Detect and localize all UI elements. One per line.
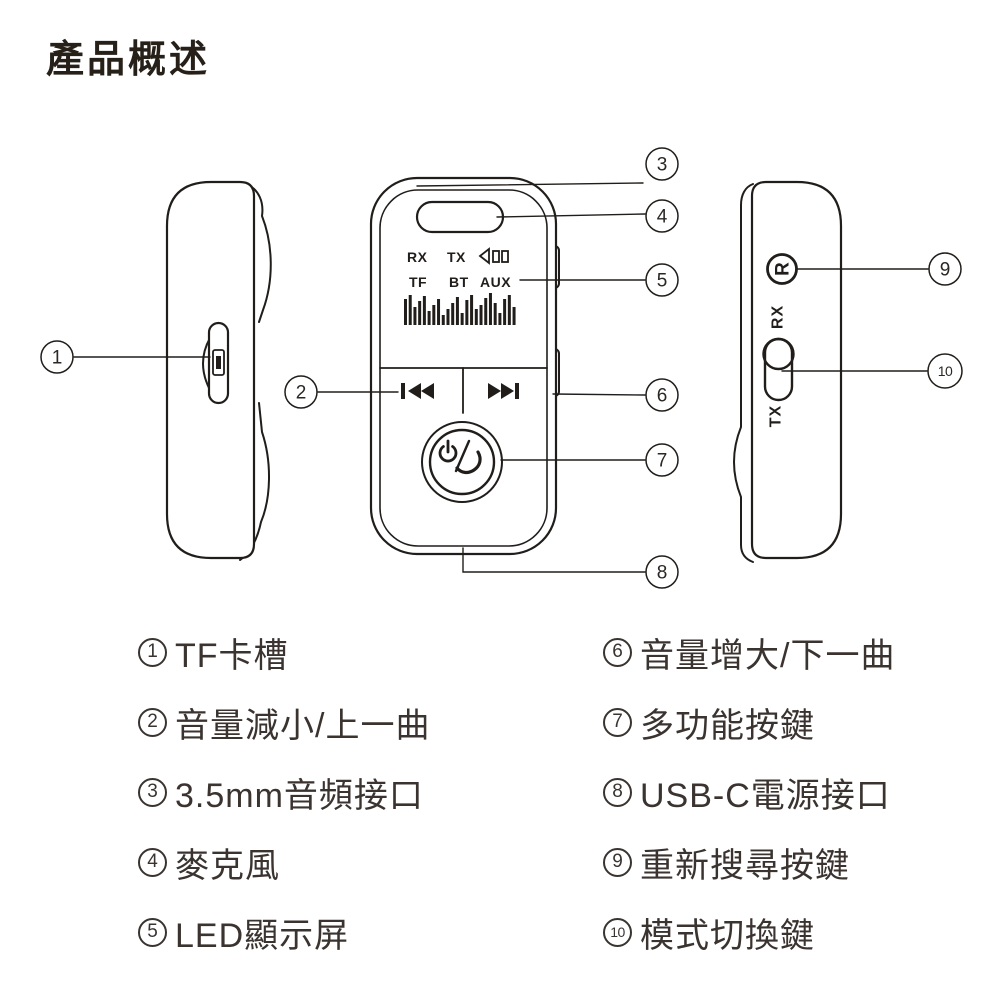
- leader-8: [462, 547, 646, 573]
- svg-text:8: 8: [657, 563, 668, 584]
- mode-switch: [762, 337, 795, 402]
- callout-8: 8: [645, 555, 679, 589]
- callout-1: 1: [40, 340, 74, 374]
- previous-track-icon: [401, 383, 434, 399]
- display-label-tx: TX: [447, 249, 466, 265]
- legend-label-rescan-button: 重新搜尋按鍵: [640, 846, 850, 885]
- legend-item-8: 8 USB-C電源接口: [603, 772, 895, 815]
- legend-item-1: 1 TF卡槽: [138, 632, 430, 675]
- tx-label: TX: [768, 405, 785, 427]
- svg-text:6: 6: [657, 386, 668, 407]
- svg-text:1: 1: [52, 348, 63, 369]
- legend-label-multifunction-button: 多功能按鍵: [640, 706, 815, 745]
- legend-num-2: 2: [138, 707, 167, 737]
- legend-label-microphone: 麥克風: [175, 846, 280, 885]
- device-diagram: RX TX TF BT AUX: [40, 147, 963, 589]
- device-left-side-view: [165, 180, 272, 561]
- callout-7: 7: [645, 443, 679, 477]
- legend-num-3: 3: [138, 777, 167, 807]
- leader-4: [496, 213, 646, 218]
- legend-item-10: 10 模式切換鍵: [603, 912, 895, 955]
- power-icon: [438, 439, 458, 463]
- legend-num-8: 8: [603, 777, 632, 807]
- multifunction-button: [421, 421, 503, 503]
- tf-card-notch: [216, 356, 221, 369]
- legend-left-column: 1 TF卡槽 2 音量減小/上一曲 3 3.5mm音頻接口 4 麥克風 5 LE…: [138, 632, 430, 982]
- legend-item-2: 2 音量減小/上一曲: [138, 702, 430, 745]
- device-front-view: RX TX TF BT AUX: [369, 176, 560, 556]
- legend-label-usbc-port: USB-C電源接口: [640, 776, 891, 815]
- legend-label-aux-jack: 3.5mm音頻接口: [175, 776, 424, 815]
- legend-item-9: 9 重新搜尋按鍵: [603, 842, 895, 885]
- slash-divider: [454, 439, 471, 473]
- legend-label-led-display: LED顯示屏: [175, 916, 350, 955]
- legend-item-5: 5 LED顯示屏: [138, 912, 430, 955]
- svg-text:7: 7: [657, 451, 668, 472]
- next-track-icon: [488, 383, 519, 399]
- legend-num-4: 4: [138, 847, 167, 877]
- display-label-rx: RX: [407, 249, 428, 265]
- equalizer-bars: [404, 293, 516, 325]
- legend-item-4: 4 麥克風: [138, 842, 430, 885]
- legend-num-9: 9: [603, 847, 632, 877]
- rescan-button-label: R: [773, 262, 794, 276]
- svg-text:10: 10: [938, 363, 953, 379]
- callout-9: 9: [928, 252, 962, 286]
- speaker-volume-icon: [478, 247, 509, 265]
- callout-10: 10: [927, 353, 963, 389]
- svg-text:2: 2: [296, 383, 307, 404]
- legend-num-7: 7: [603, 707, 632, 737]
- display-label-tf: TF: [409, 274, 427, 290]
- callout-2: 2: [284, 375, 318, 409]
- callout-6: 6: [645, 378, 679, 412]
- leader-6: [552, 393, 646, 396]
- legend-item-6: 6 音量增大/下一曲: [603, 632, 895, 675]
- svg-text:4: 4: [657, 207, 668, 228]
- legend-num-5: 5: [138, 917, 167, 947]
- display-label-bt: BT: [449, 274, 469, 290]
- legend-num-6: 6: [603, 637, 632, 667]
- rx-label: RX: [770, 305, 787, 329]
- callout-5: 5: [645, 263, 679, 297]
- legend-num-1: 1: [138, 637, 167, 667]
- phone-icon: [455, 450, 482, 475]
- svg-text:9: 9: [940, 260, 951, 281]
- legend-label-volume-down: 音量減小/上一曲: [175, 706, 431, 745]
- legend-label-volume-up: 音量增大/下一曲: [640, 636, 896, 675]
- legend-item-3: 3 3.5mm音頻接口: [138, 772, 430, 815]
- page-title: 產品概述: [46, 39, 211, 81]
- svg-text:3: 3: [657, 155, 668, 176]
- device-right-side-view: R RX TX: [733, 180, 843, 563]
- legend-right-column: 6 音量增大/下一曲 7 多功能按鍵 8 USB-C電源接口 9 重新搜尋按鍵 …: [603, 632, 895, 982]
- clip-curve-top: [246, 183, 272, 323]
- legend-label-mode-switch: 模式切換鍵: [640, 916, 815, 955]
- legend-item-7: 7 多功能按鍵: [603, 702, 895, 745]
- legend-num-10: 10: [603, 917, 632, 947]
- leader-3: [416, 182, 644, 187]
- svg-text:5: 5: [657, 271, 668, 292]
- callout-4: 4: [645, 199, 679, 233]
- legend-label-tf-card-slot: TF卡槽: [175, 636, 289, 675]
- callout-3: 3: [645, 147, 679, 181]
- display-label-aux: AUX: [480, 274, 511, 290]
- clip-curve-right: [733, 183, 754, 563]
